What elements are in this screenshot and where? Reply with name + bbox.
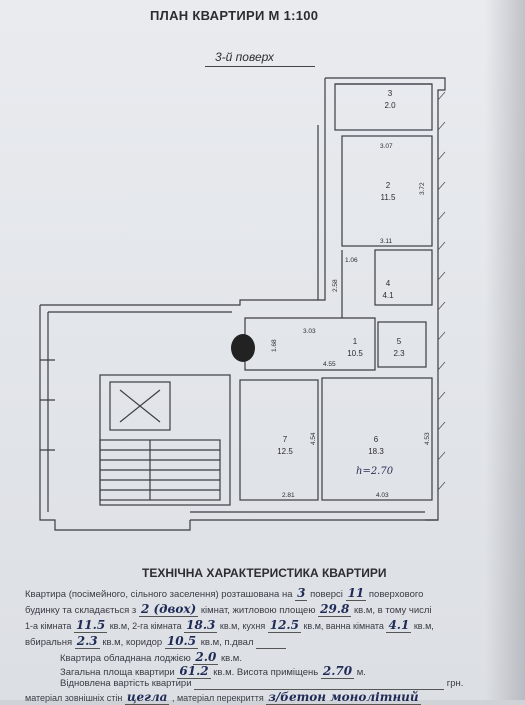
dim-3-07: 3.07 <box>380 143 393 150</box>
room-3-outline <box>334 83 433 131</box>
outer-wall-bottom <box>190 511 438 521</box>
tech-text: грн. <box>446 678 464 689</box>
room-6-number: 6 <box>374 435 379 444</box>
tech-text: кв.м, кухня <box>219 621 266 631</box>
floor-underline <box>205 66 315 67</box>
tech-text: кв.м. <box>220 653 242 664</box>
dim-1-68: 1.68 <box>271 339 278 352</box>
tech-text: кімнат, житловою площею <box>200 605 316 616</box>
loggia-area-value: 2.0 <box>193 650 219 665</box>
room-1-outline <box>244 317 376 371</box>
outer-wall-left <box>39 305 191 531</box>
tech-text: будинку та складається з <box>25 605 137 616</box>
room-2-outline <box>341 135 433 247</box>
elevator-cross <box>119 389 161 423</box>
ink-blot <box>231 334 255 362</box>
room2-area-value: 18.3 <box>184 618 218 633</box>
tech-text: Квартира (посімейного, сільного заселенн… <box>25 589 293 600</box>
room-4-area: 4.1 <box>382 291 394 300</box>
tech-text: Загальна площа квартири <box>60 667 175 678</box>
room1-area-value: 11.5 <box>73 618 108 633</box>
ceiling-material-value: з/бетон монолітний <box>266 690 421 705</box>
stair-steps <box>100 449 220 491</box>
room-3-number: 3 <box>388 89 393 98</box>
room-2-number: 2 <box>386 181 391 190</box>
rooms-value: 2 (двох) <box>138 602 199 617</box>
tech-line-6: Загальна площа квартири 61.2 кв.м. Висот… <box>60 664 366 679</box>
dim-3-03: 3.03 <box>303 328 316 335</box>
floors-total-value: 11 <box>345 586 367 601</box>
tech-text: кв.м, коридор <box>102 637 163 648</box>
tech-text: поверхового <box>368 589 424 600</box>
tech-text: Відновлена вартість квартири <box>60 678 192 689</box>
living-area-value: 29.8 <box>318 602 352 617</box>
elevator-shaft <box>109 381 171 431</box>
tech-text: кв.м, в тому числі <box>353 605 432 616</box>
dim-3-11: 3.11 <box>380 238 393 245</box>
corridor-area-value: 10.5 <box>164 634 199 649</box>
tech-line-2: будинку та складається з 2 (двох) кімнат… <box>25 602 432 617</box>
window-marks-left <box>40 359 55 451</box>
page-edge-shadow <box>485 0 525 700</box>
floor-label: 3-й поверх <box>215 50 274 64</box>
room-4-outline <box>374 249 433 306</box>
room-1-area: 10.5 <box>347 349 363 358</box>
tech-text: 1-а кімната <box>25 621 72 631</box>
dim-4-54: 4.54 <box>310 432 317 445</box>
dim-2-81: 2.81 <box>282 492 295 499</box>
tech-text: кв.м, 2-га кімната <box>109 621 182 631</box>
cellar-blank <box>256 637 287 649</box>
room-6-outline <box>321 377 433 501</box>
room-7-outline <box>239 379 319 501</box>
tech-text: , матеріал перекриття <box>171 693 264 703</box>
dim-4-53: 4.53 <box>424 432 431 445</box>
room-3-area: 2.0 <box>384 101 396 110</box>
height-value: 2.70 <box>320 664 355 679</box>
room-7-number: 7 <box>283 435 288 444</box>
room-7-area: 12.5 <box>277 447 293 456</box>
outer-wall-left-upper <box>317 78 326 301</box>
dim-1-06: 1.06 <box>345 257 358 264</box>
value-blank <box>194 678 445 690</box>
height-note: h=2.70 <box>356 466 394 477</box>
tech-text: кв.м, п.двал <box>200 637 254 648</box>
tech-line-3: 1-а кімната 11.5 кв.м, 2-га кімната 18.3… <box>25 618 434 633</box>
tech-text: кв.м, ванна кімната <box>303 621 384 631</box>
dim-3-72: 3.72 <box>419 182 426 195</box>
dim-4-03: 4.03 <box>376 492 389 499</box>
tech-text: Квартира обладнана лоджією <box>60 653 191 664</box>
kitchen-area-value: 12.5 <box>267 618 301 633</box>
room-5-number: 5 <box>397 337 402 346</box>
corridor-wall-top <box>40 299 318 306</box>
room-5-outline <box>377 321 427 368</box>
wc-area-value: 2.3 <box>74 634 100 649</box>
room-5-area: 2.3 <box>393 349 405 358</box>
dim-2-58: 2.58 <box>332 279 339 292</box>
tech-line-5: Квартира обладнана лоджією 2.0 кв.м. <box>60 650 242 665</box>
dim-4-55: 4.55 <box>323 361 336 368</box>
wall-hatching <box>437 91 446 491</box>
room-4-number: 4 <box>386 279 391 288</box>
tech-line-4: вбиральня 2.3 кв.м, коридор 10.5 кв.м, п… <box>25 634 287 649</box>
tech-line-8: матеріал зовнішніх стін цегла , матеріал… <box>25 690 421 705</box>
tech-text: кв.м. Висота приміщень <box>213 667 319 678</box>
tech-line-7: Відновлена вартість квартири грн. <box>60 678 463 690</box>
room-1-number: 1 <box>353 337 358 346</box>
walls-material-value: цегла <box>124 690 170 705</box>
bath-area-value: 4.1 <box>386 618 412 633</box>
tech-text: м. <box>356 667 366 678</box>
floor-plan: 3 2.0 2 11.5 4 4.1 1 10.5 5 2.3 7 12.5 6… <box>39 77 446 531</box>
tech-text: кв.м, <box>413 621 434 631</box>
total-area-value: 61.2 <box>177 664 211 679</box>
tech-text: матеріал зовнішніх стін <box>25 693 123 703</box>
room-2-area: 11.5 <box>381 193 397 202</box>
tech-text: поверсі <box>310 589 343 600</box>
tech-line-1: Квартира (посімейного, сільного заселенн… <box>25 586 424 601</box>
tech-section-title: ТЕХНІЧНА ХАРАКТЕРИСТИКА КВАРТИРИ <box>142 566 387 580</box>
room-6-area: 18.3 <box>368 447 384 456</box>
floor-value: 3 <box>295 586 308 601</box>
plan-title: ПЛАН КВАРТИРИ М 1:100 <box>150 8 319 23</box>
tech-text: вбиральня <box>25 637 73 648</box>
